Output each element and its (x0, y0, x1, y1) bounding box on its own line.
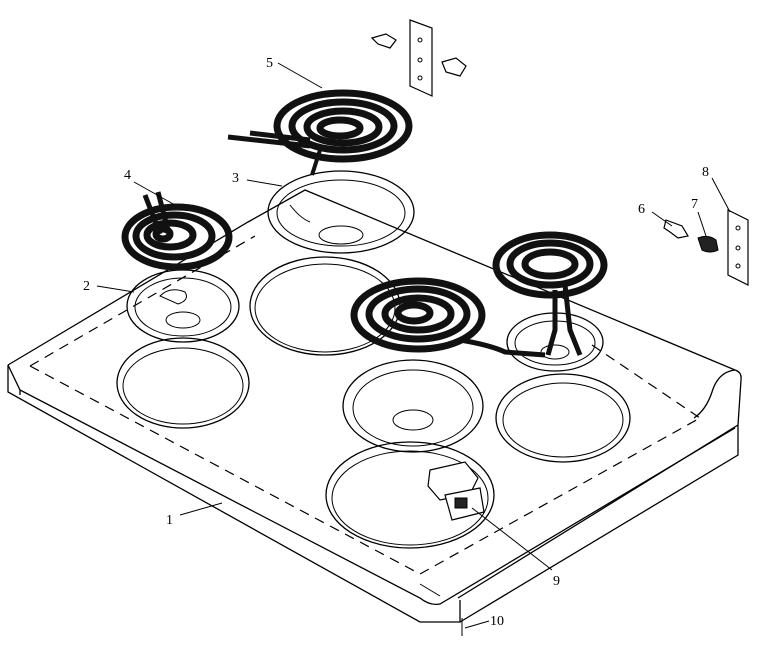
callout-4: 4 (124, 168, 131, 183)
right-surface-element (492, 231, 608, 356)
front-left-burner-opening (116, 337, 250, 429)
right-front-drip-pan (495, 373, 631, 463)
callout-10: 10 (490, 614, 504, 629)
cooktop-main-top (7, 189, 742, 623)
front-center-burner-opening (325, 441, 495, 549)
callout-5: 5 (266, 56, 273, 71)
callout-7: 7 (691, 197, 698, 212)
callout-2: 2 (83, 279, 90, 294)
callout-8: 8 (702, 165, 709, 180)
callout-1: 1 (166, 513, 173, 528)
leader-lines (96, 62, 731, 629)
callout-9: 9 (553, 574, 560, 589)
callout-3: 3 (232, 171, 239, 186)
terminal-receptacle (697, 235, 719, 253)
receptacle-mounting-plate (727, 209, 749, 286)
center-surface-element (350, 277, 546, 358)
large-surface-element (227, 89, 413, 176)
small-surface-element (121, 191, 233, 271)
element-receptacle (427, 461, 485, 521)
callout-labels: 1 2 3 4 5 6 7 8 9 10 (83, 56, 709, 629)
center-drip-pan (342, 359, 484, 453)
small-drip-pan (126, 269, 240, 343)
upper-receptacle-plate (370, 19, 467, 97)
large-drip-pan (267, 170, 415, 254)
callout-6: 6 (638, 202, 645, 217)
